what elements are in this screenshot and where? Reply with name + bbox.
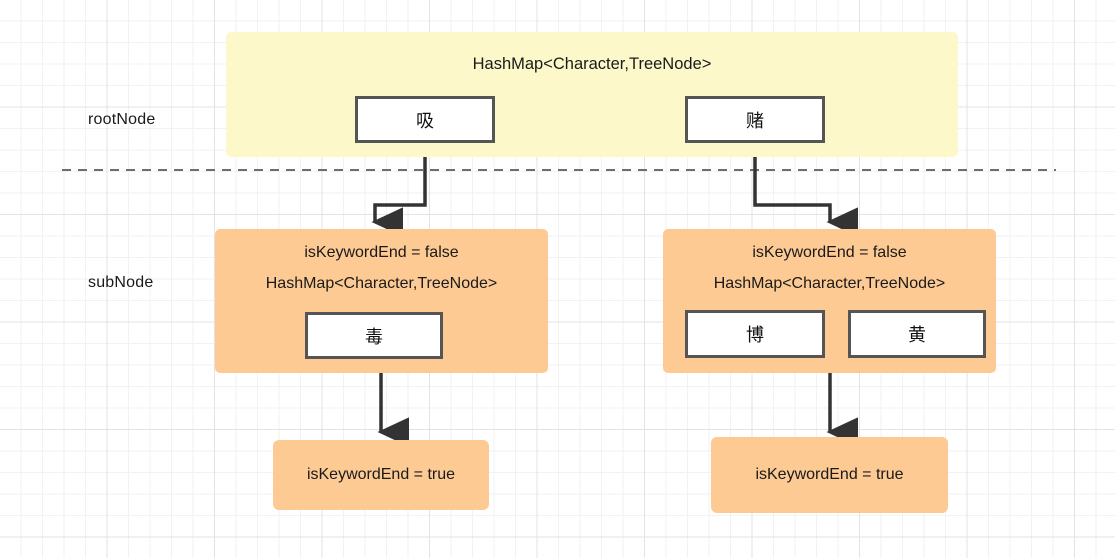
leaf-node-right-text: isKeywordEnd = true [755, 466, 904, 483]
rootnode-hashmap-title: HashMap<Character,TreeNode> [472, 55, 712, 73]
row-label-rootnode: rootNode [88, 111, 156, 128]
char-box-du[interactable]: 赌 [685, 96, 825, 143]
row-label-subnode: subNode [88, 274, 154, 291]
subnode-right-hashmap: HashMap<Character,TreeNode> [713, 275, 946, 292]
leaf-node-right: isKeywordEnd = true [711, 437, 948, 513]
subnode-right-iskeywordend: isKeywordEnd = false [752, 244, 907, 261]
leaf-node-left-text: isKeywordEnd = true [306, 466, 456, 483]
char-box-xi[interactable]: 吸 [355, 96, 495, 143]
char-box-du-poison[interactable]: 毒 [305, 312, 443, 359]
char-box-huang[interactable]: 黄 [848, 310, 986, 358]
leaf-node-left: isKeywordEnd = true [273, 440, 489, 510]
subnode-left-hashmap: HashMap<Character,TreeNode> [265, 275, 498, 292]
subnode-left-iskeywordend: isKeywordEnd = false [304, 244, 459, 261]
rootnode-container: HashMap<Character,TreeNode> [226, 32, 958, 157]
char-box-bo[interactable]: 博 [685, 310, 825, 358]
